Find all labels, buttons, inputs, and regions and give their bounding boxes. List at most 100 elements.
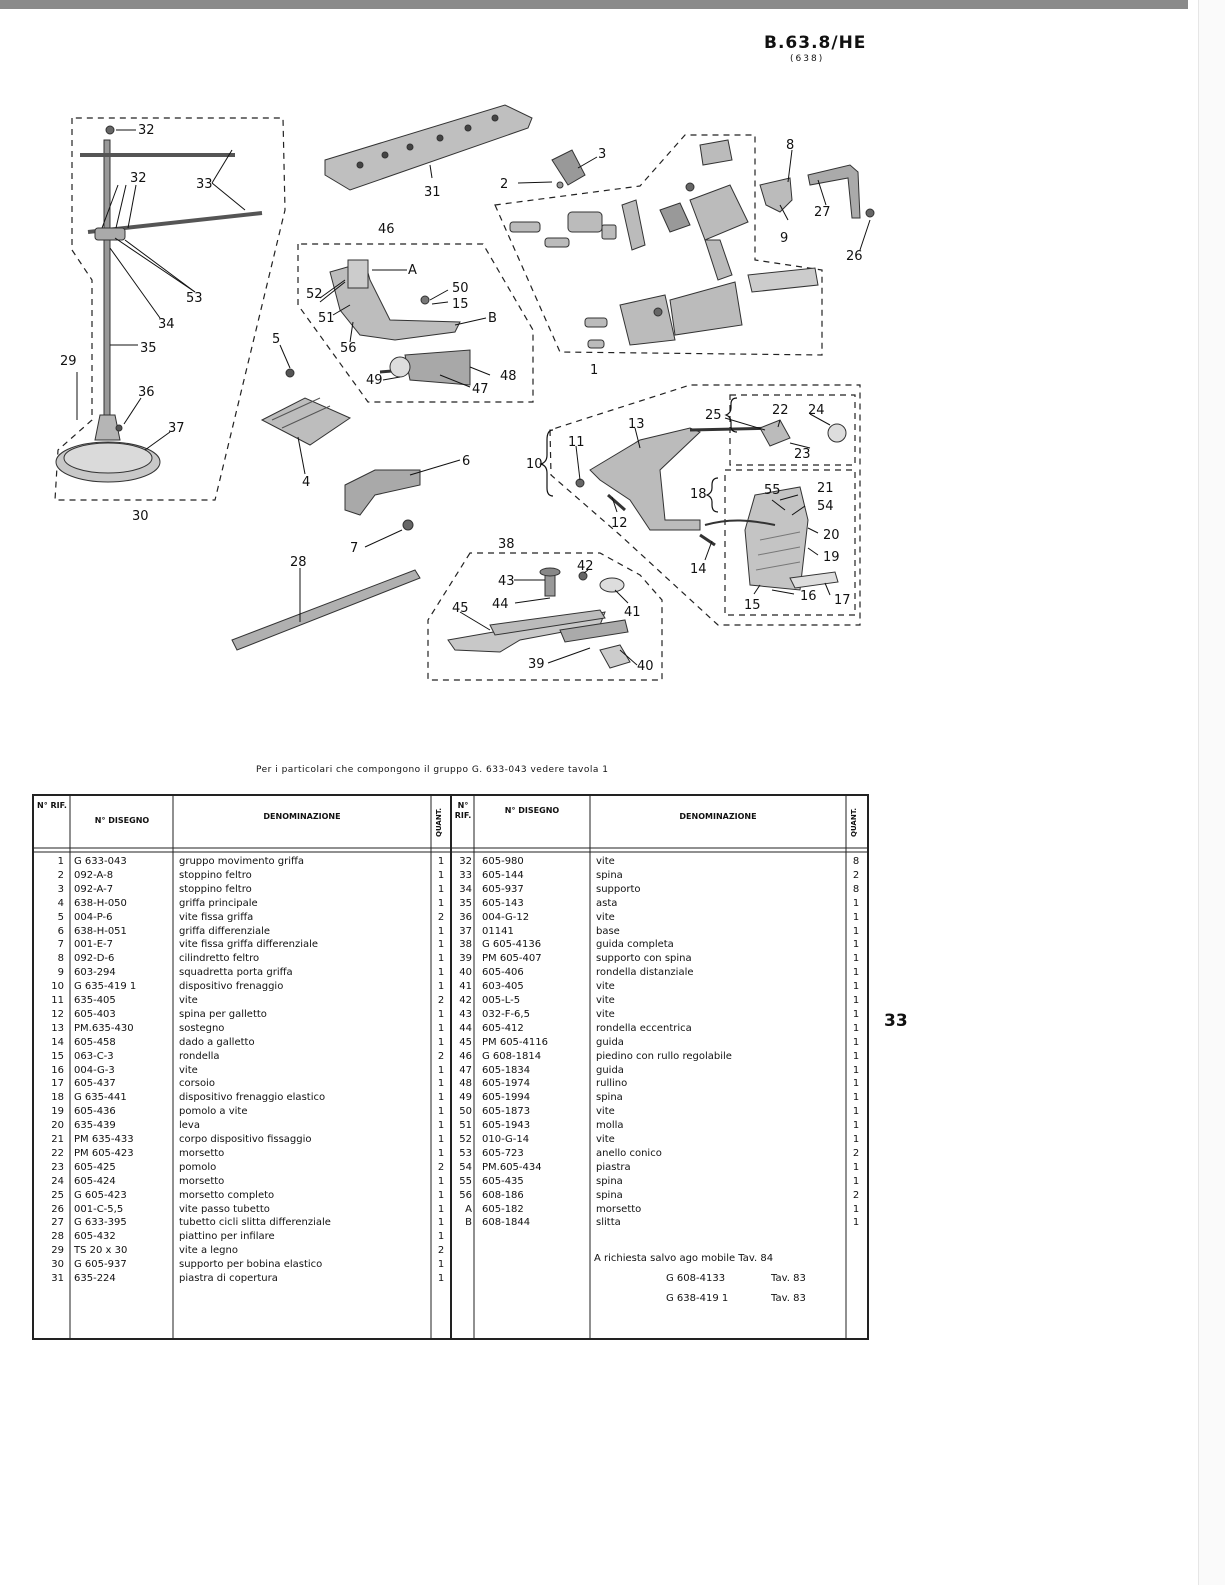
callout: 15 bbox=[744, 598, 761, 613]
outline-group-30 bbox=[54, 117, 286, 501]
header-disegno-right: N° DISEGNO bbox=[504, 806, 560, 815]
quant-cell: 1 bbox=[437, 1231, 445, 1243]
ref-cell: 16 bbox=[51, 1064, 64, 1076]
callout: 28 bbox=[290, 555, 307, 570]
callout: 37 bbox=[168, 421, 185, 436]
callout: 20 bbox=[823, 528, 840, 543]
disegno-cell: 605-458 bbox=[74, 1036, 116, 1048]
denominazione-cell: griffa differenziale bbox=[179, 925, 271, 937]
quant-cell: 1 bbox=[437, 1147, 445, 1159]
ref-cell: 43 bbox=[459, 1008, 472, 1020]
denominazione-cell: dispositivo frenaggio bbox=[179, 981, 284, 993]
ref-cell: 36 bbox=[459, 911, 472, 923]
disegno-cell: 603-405 bbox=[482, 981, 524, 993]
disegno-cell: 608-1844 bbox=[482, 1217, 531, 1229]
denominazione-cell: stoppino feltro bbox=[179, 883, 252, 895]
leader-lines bbox=[76, 129, 871, 666]
callout: 14 bbox=[690, 562, 707, 577]
denominazione-cell: sostegno bbox=[179, 1022, 225, 1034]
disegno-cell: 605-980 bbox=[482, 856, 524, 867]
disegno-cell: 635-405 bbox=[74, 995, 116, 1006]
ref-cell: 13 bbox=[51, 1022, 64, 1034]
quant-cell: 1 bbox=[437, 925, 445, 937]
callout: 25 bbox=[705, 408, 722, 423]
denominazione-cell: spina bbox=[596, 1092, 623, 1104]
parts-table: N° RIF. N° DISEGNO DENOMINAZIONE QUANT. … bbox=[32, 794, 869, 1340]
quant-cell: 1 bbox=[437, 1120, 445, 1132]
disegno-cell: 605-723 bbox=[482, 1147, 524, 1159]
callout: 16 bbox=[800, 589, 817, 604]
disegno-cell: 608-186 bbox=[482, 1189, 524, 1201]
outline-group-1 bbox=[494, 134, 823, 356]
spool-stand-part-30 bbox=[55, 125, 263, 483]
disegno-cell: 605-412 bbox=[482, 1022, 524, 1034]
callout: 27 bbox=[814, 205, 831, 220]
quant-cell: 2 bbox=[437, 1050, 445, 1062]
quant-cell: 1 bbox=[852, 1036, 860, 1048]
disegno-cell: 605-435 bbox=[482, 1175, 524, 1187]
denominazione-cell: vite bbox=[179, 995, 198, 1006]
header-denominazione-right: DENOMINAZIONE bbox=[679, 812, 757, 821]
quant-cell: 1 bbox=[852, 967, 860, 979]
header-quant-left: QUANT. bbox=[435, 807, 443, 837]
disegno-cell: 638-H-051 bbox=[74, 925, 127, 937]
ref-cell: 15 bbox=[51, 1050, 64, 1062]
ref-cell: 14 bbox=[51, 1036, 64, 1048]
quant-cell: 1 bbox=[852, 953, 860, 965]
quant-cell: 1 bbox=[852, 911, 860, 923]
callout: 4 bbox=[302, 475, 310, 490]
catalog-subcode: (638) bbox=[790, 54, 825, 64]
disegno-cell: PM 635-433 bbox=[74, 1134, 134, 1145]
callout: 19 bbox=[823, 550, 840, 565]
ref-cell: 34 bbox=[459, 883, 472, 895]
grouping-braces bbox=[539, 397, 738, 513]
squarelet-and-tube-parts-8-9-27-26 bbox=[759, 164, 875, 219]
callout: 18 bbox=[690, 487, 707, 502]
denominazione-cell: griffa principale bbox=[179, 897, 258, 909]
disegno-cell: G 633-395 bbox=[74, 1217, 127, 1229]
callout: 48 bbox=[500, 369, 517, 384]
ref-cell: 2 bbox=[57, 869, 64, 881]
denominazione-cell: vite bbox=[596, 911, 615, 923]
ref-cell: 44 bbox=[459, 1022, 472, 1034]
header-disegno-left: N° DISEGNO bbox=[94, 816, 150, 825]
denominazione-cell: stoppino feltro bbox=[179, 869, 252, 881]
callout: 52 bbox=[306, 287, 323, 302]
denominazione-cell: asta bbox=[596, 897, 618, 909]
denominazione-cell: rondella bbox=[179, 1050, 220, 1062]
denominazione-cell: vite bbox=[596, 981, 615, 993]
denominazione-cell: gruppo movimento griffa bbox=[179, 856, 305, 867]
ref-cell: 7 bbox=[57, 939, 64, 951]
ref-cell: A bbox=[465, 1203, 472, 1215]
disegno-cell: 635-439 bbox=[74, 1120, 116, 1132]
quant-cell: 1 bbox=[437, 1078, 445, 1090]
disegno-cell: G 635-441 bbox=[74, 1092, 127, 1104]
denominazione-cell: anello conico bbox=[596, 1147, 662, 1159]
callout: 33 bbox=[196, 177, 213, 192]
disegno-cell: 004-P-6 bbox=[74, 911, 113, 923]
disegno-cell: 638-H-050 bbox=[74, 897, 127, 909]
quant-cell: 1 bbox=[437, 1273, 445, 1284]
callout: 44 bbox=[492, 597, 509, 612]
outline-group-25 bbox=[729, 394, 856, 466]
denominazione-cell: dado a galletto bbox=[179, 1036, 255, 1048]
ref-cell: 27 bbox=[51, 1217, 64, 1229]
callout: 9 bbox=[780, 231, 788, 246]
quant-cell: 8 bbox=[852, 856, 860, 867]
disegno-cell: PM.635-430 bbox=[74, 1022, 134, 1034]
ref-cell: 51 bbox=[459, 1120, 472, 1132]
threader-plate-part-28 bbox=[231, 569, 421, 651]
callout: 11 bbox=[568, 435, 585, 450]
disegno-cell: 092-A-8 bbox=[74, 869, 114, 881]
disegno-cell: TS 20 x 30 bbox=[74, 1245, 128, 1257]
